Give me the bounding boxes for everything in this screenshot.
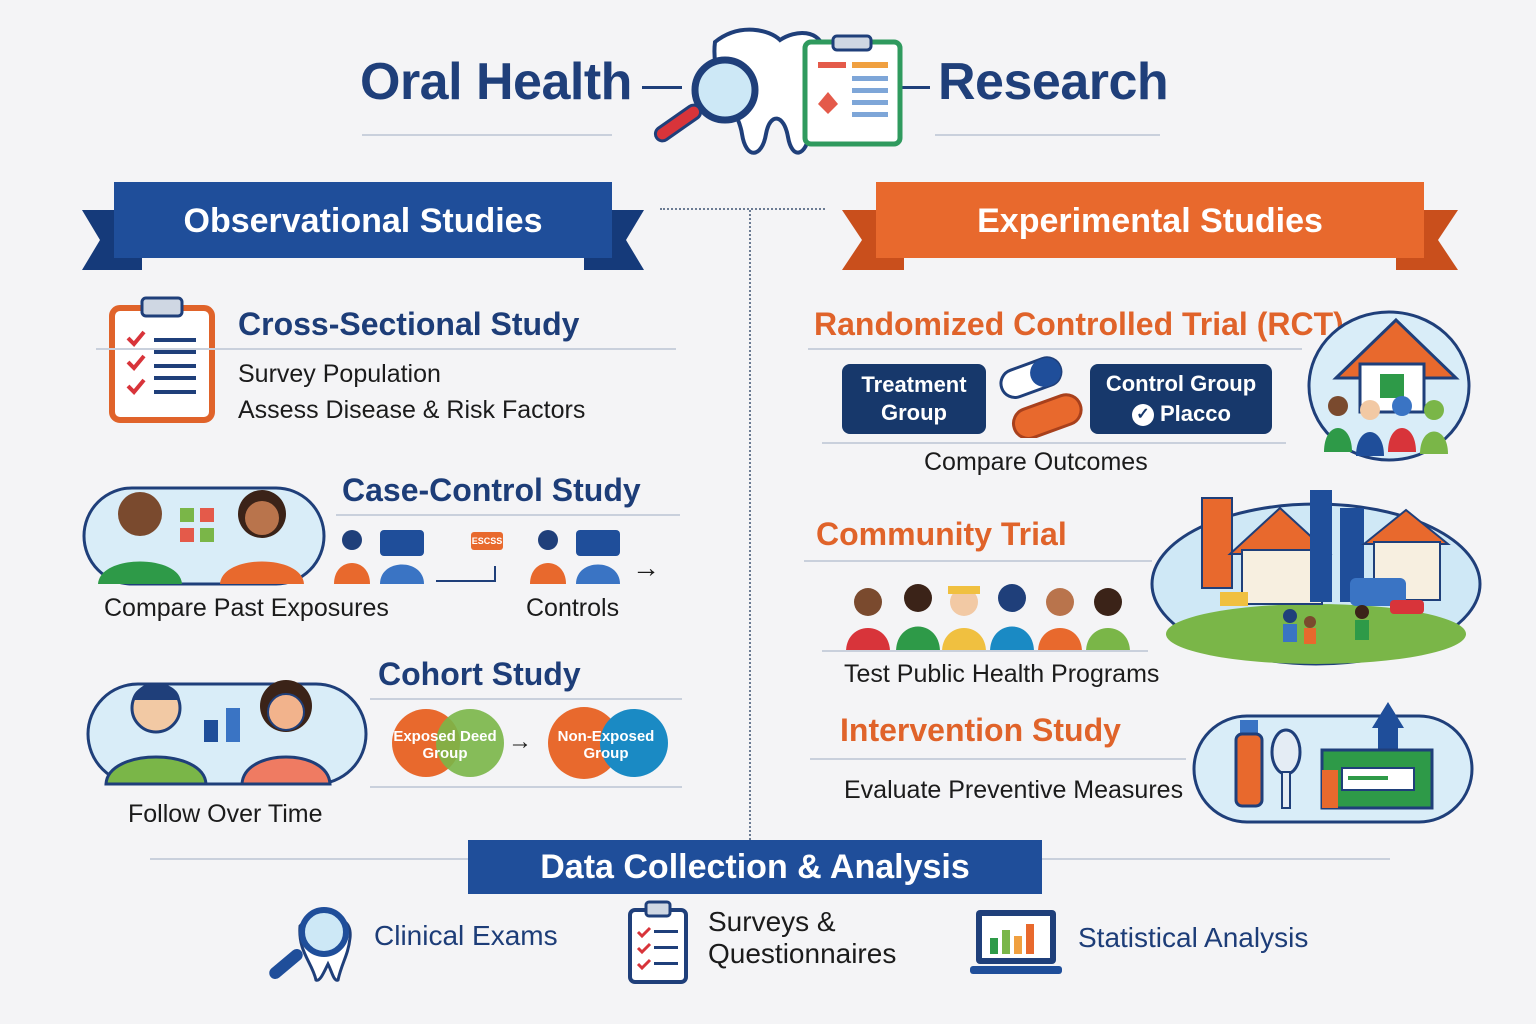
magnifier-tooth-icon xyxy=(264,902,354,982)
intervention-rule xyxy=(810,758,1186,760)
exposed-group-circle: Exposed Deed Group xyxy=(382,708,508,778)
experimental-banner: Experimental Studies xyxy=(842,182,1458,272)
community-people-icon xyxy=(842,578,1148,652)
title-underline-left xyxy=(362,134,612,136)
data-collection-banner-label: Data Collection & Analysis xyxy=(540,848,970,886)
community-caption: Test Public Health Programs xyxy=(844,660,1160,688)
title-connector-left xyxy=(642,86,682,89)
observational-banner: Observational Studies xyxy=(82,182,644,272)
cohort-rule xyxy=(370,698,682,700)
case-control-caption-left: Compare Past Exposures xyxy=(104,594,389,622)
control-group-button: Control Group ✓ Placco xyxy=(1090,364,1272,434)
controls-group-icon xyxy=(526,526,626,586)
exposure-tag: ESCSS xyxy=(471,532,503,550)
cases-group-icon xyxy=(330,526,430,586)
intervention-title: Intervention Study xyxy=(840,712,1121,748)
pills-icon xyxy=(994,354,1086,438)
surveys-label: Surveys & Questionnaires xyxy=(708,906,897,969)
cohort-title: Cohort Study xyxy=(378,656,581,692)
rct-bottom-rule xyxy=(822,442,1286,444)
rct-house-people-icon xyxy=(1306,302,1472,464)
case-control-rule xyxy=(336,514,680,516)
clipboard-icon xyxy=(626,900,690,984)
community-title: Community Trial xyxy=(816,516,1067,552)
rct-rule xyxy=(808,348,1302,350)
title-left: Oral Health xyxy=(360,53,632,111)
center-divider xyxy=(749,210,751,840)
nonexposed-group-label: Non-Exposed Group xyxy=(557,728,655,762)
cohort-arrow-icon: → xyxy=(508,728,532,755)
dental-tools-icon xyxy=(1192,698,1474,828)
checklist-icon xyxy=(108,294,216,424)
control-group-label: Control Group xyxy=(1105,371,1257,396)
nonexposed-group-circle: Non-Exposed Group xyxy=(540,706,672,780)
rct-caption: Compare Outcomes xyxy=(924,448,1148,476)
intervention-caption: Evaluate Preventive Measures xyxy=(844,776,1184,804)
data-collection-banner: Data Collection & Analysis xyxy=(468,840,1042,894)
title-connector-right xyxy=(900,86,930,89)
top-dotted-connector xyxy=(660,208,825,210)
cohort-caption: Follow Over Time xyxy=(128,800,323,828)
case-control-people-icon xyxy=(82,478,326,588)
cohort-people-icon xyxy=(86,670,368,788)
statistical-analysis-label: Statistical Analysis xyxy=(1078,922,1309,953)
community-town-icon xyxy=(1150,484,1482,668)
control-group-sub: Placco xyxy=(1160,401,1231,426)
exposed-group-label: Exposed Deed Group xyxy=(393,728,497,762)
tooth-research-icon xyxy=(620,22,920,162)
experimental-banner-label: Experimental Studies xyxy=(977,202,1323,240)
cross-sectional-line2: Assess Disease & Risk Factors xyxy=(238,396,586,424)
clinical-exams-label: Clinical Exams xyxy=(374,920,558,951)
arrow-right-icon: → xyxy=(632,552,660,583)
treatment-group-button: Treatment Group xyxy=(842,364,986,434)
title-underline-right xyxy=(935,134,1160,136)
cohort-bottom-rule xyxy=(370,786,682,788)
connector-line xyxy=(436,566,496,582)
case-control-caption-right: Controls xyxy=(526,594,620,622)
cross-sectional-line1: Survey Population xyxy=(238,360,441,388)
rct-title: Randomized Controlled Trial (RCT) xyxy=(814,306,1344,342)
observational-banner-label: Observational Studies xyxy=(183,202,543,240)
community-bottom-rule xyxy=(822,650,1148,652)
monitor-chart-icon xyxy=(968,908,1064,980)
community-rule xyxy=(804,560,1152,562)
cross-sectional-title: Cross-Sectional Study xyxy=(238,306,580,342)
check-circle-icon: ✓ xyxy=(1132,404,1154,426)
cross-sectional-rule xyxy=(96,348,676,350)
case-control-title: Case-Control Study xyxy=(342,472,641,508)
title-right: Research xyxy=(938,53,1169,111)
